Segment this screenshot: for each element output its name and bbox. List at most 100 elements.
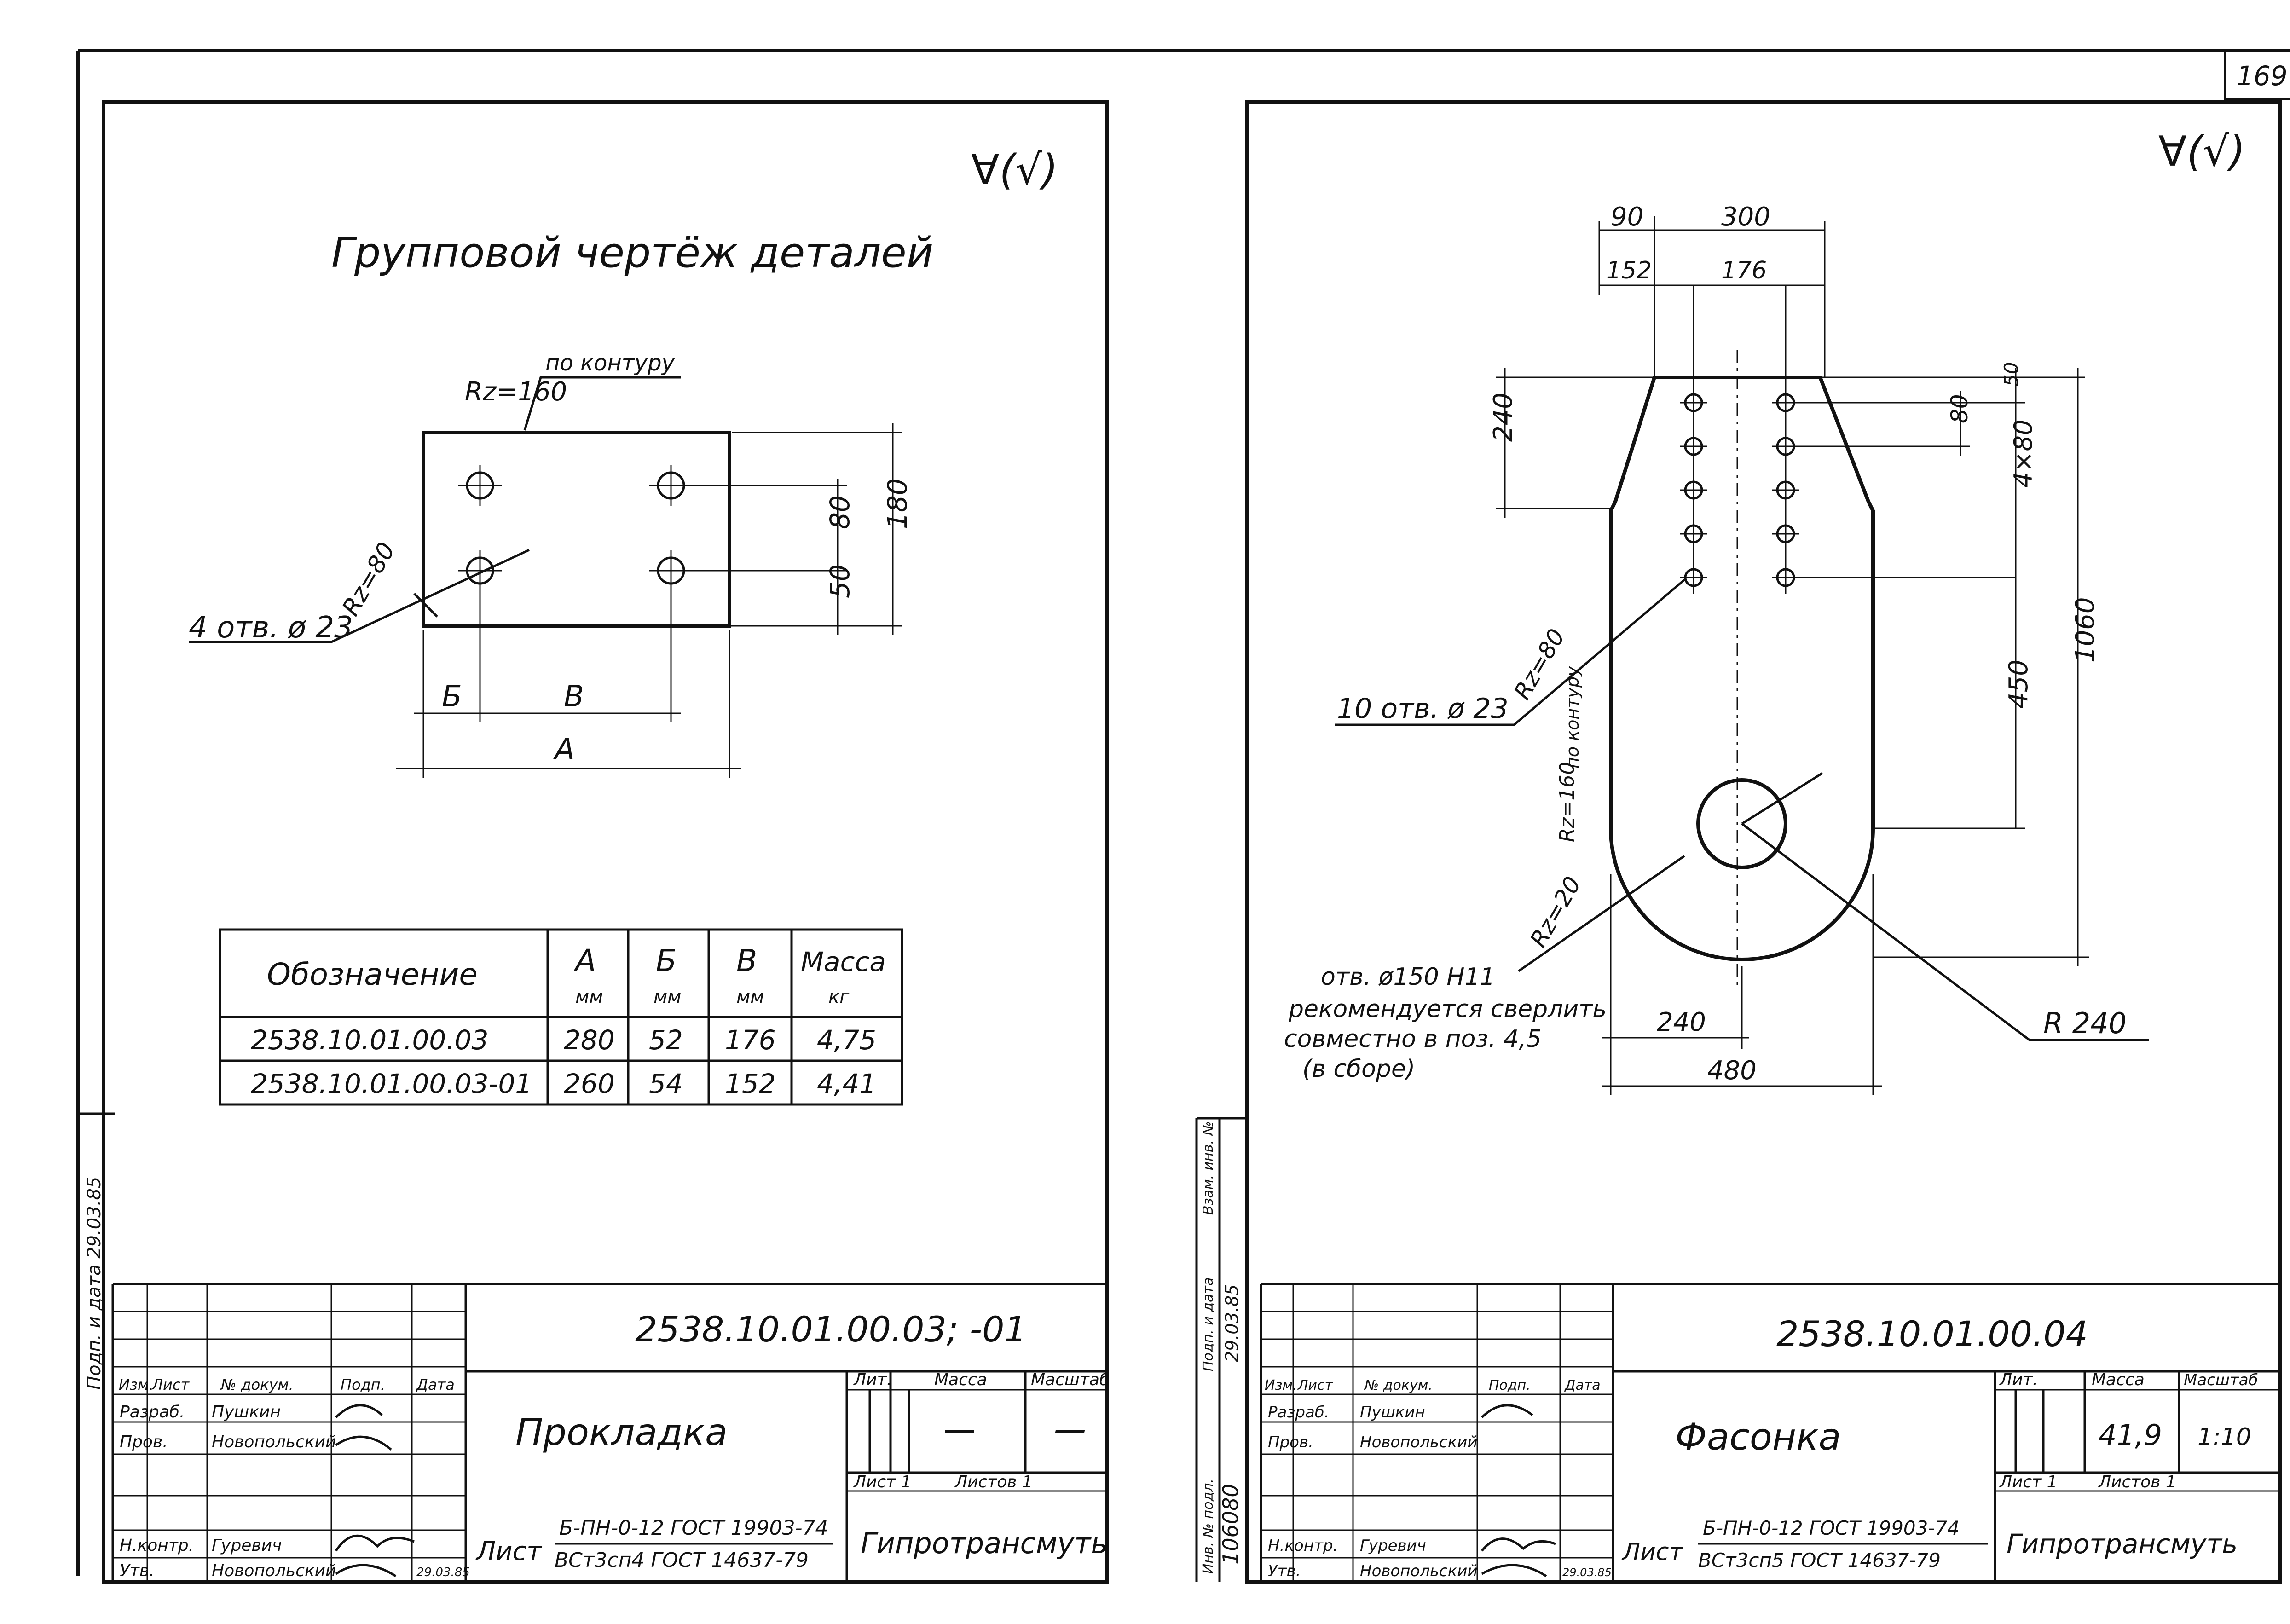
table-header-a-unit: мм [575, 987, 603, 1008]
col-header: № докум. [1364, 1377, 1433, 1393]
bore-roughness: Rz=20 [1525, 872, 1586, 952]
col-header: № докум. [220, 1376, 294, 1393]
margin-label: Инв. № подл. [1200, 1479, 1216, 1574]
scale-value: 1:10 [2197, 1423, 2251, 1451]
person-name: Новопольский [1360, 1562, 1477, 1580]
col-header: Подп. [341, 1376, 385, 1393]
right-designation: 2538.10.01.00.04 [1776, 1313, 2088, 1354]
bore-note-line: рекомендуется сверлить [1288, 995, 1607, 1023]
role-label: Пров. [1268, 1433, 1313, 1451]
table-cell: 54 [649, 1068, 683, 1099]
bore-note-line: отв. ø150 H11 [1321, 963, 1495, 991]
left-heading: Групповой чертёж деталей [331, 229, 933, 277]
left-roughness-symbol: ∀(√) [971, 146, 1058, 194]
sign-date: 29.03.85 [416, 1566, 470, 1579]
right-hole-leader [1335, 579, 1685, 726]
dim-a: А [553, 733, 575, 767]
col-header: Лист [1297, 1377, 1334, 1393]
dim-240-vertical: 240 [1488, 393, 1518, 442]
dim-r240: R 240 [2043, 1006, 2127, 1040]
margin-value: 29.03.85 [1222, 1284, 1242, 1362]
lit-label: Лит. [853, 1370, 892, 1389]
hole-centerlines [458, 465, 693, 591]
scale-label: Масштаб [1031, 1370, 1110, 1389]
role-label: Разраб. [1268, 1403, 1330, 1422]
left-sheet: ∀(√) Групповой чертёж деталей Rz=160 по … [78, 100, 1110, 1584]
col-header: Дата [416, 1376, 455, 1393]
right-roughness-symbol: ∀(√) [2158, 127, 2245, 176]
table-cell: 176 [725, 1024, 776, 1056]
left-part-name: Прокладка [515, 1411, 728, 1454]
org-name: Гипротрансмуть [2007, 1528, 2238, 1560]
dim-50-right: 50 [2000, 362, 2023, 387]
col-header: Изм. [119, 1376, 153, 1393]
gusset-outline [1609, 376, 1875, 961]
plate-holes [458, 465, 693, 591]
table-header-b: Б [656, 943, 677, 978]
page-number-box [2224, 52, 2290, 100]
role-label: Пров. [120, 1433, 168, 1451]
title-block-lines [111, 1283, 1107, 1582]
left-sheet-frame [102, 100, 1109, 1584]
sheet-label: Лист 1 [853, 1473, 912, 1491]
hole-roughness-mark [413, 593, 438, 618]
dim-4x80: 4×80 [2009, 420, 2038, 488]
scale-value: — [1054, 1410, 1086, 1448]
page-number: 169 [2237, 60, 2288, 92]
col-header: Дата [1564, 1377, 1601, 1393]
right-part-name: Фасонка [1675, 1416, 1841, 1458]
table-cell: 4,41 [817, 1068, 876, 1099]
material-prefix: Лист [475, 1537, 542, 1566]
sign-date: 29.03.85 [1562, 1566, 1612, 1579]
material-prefix: Лист [1621, 1538, 1683, 1566]
scale-label: Масштаб [2184, 1371, 2258, 1389]
org-name: Гипротрансмуть [861, 1526, 1108, 1560]
material-bottom: ВСт3сп4 ГОСТ 14637-79 [555, 1549, 809, 1572]
title-block-lines [1260, 1283, 2280, 1582]
parts-table: Обозначение А мм Б мм В мм Масса кг 2538… [219, 928, 903, 1106]
contour-roughness: Rz=160 [465, 377, 567, 407]
right-side-dim-lines [1795, 368, 2089, 966]
table-cell: 2538.10.01.00.03-01 [251, 1068, 532, 1099]
sheets-label: Листов 1 [2098, 1473, 2176, 1491]
mass-value: 41,9 [2099, 1418, 2162, 1452]
bore-leaders [1518, 772, 2149, 1041]
contour-roughness-note: по контуру [545, 350, 675, 376]
person-name: Новопольский [212, 1433, 336, 1451]
dim-80-right: 80 [1946, 394, 1973, 423]
left-horizontal-dim-lines [396, 584, 741, 778]
role-label: Н.контр. [120, 1536, 194, 1555]
col-header: Подп. [1489, 1377, 1531, 1393]
bore-note-line: (в сборе) [1302, 1055, 1415, 1083]
right-contour-roughness-note: по контуру [1562, 666, 1583, 769]
bottom-dim-lines [1602, 874, 1882, 1095]
table-header-designation: Обозначение [267, 957, 478, 992]
dim-480: 480 [1707, 1056, 1757, 1086]
dim-152: 152 [1606, 257, 1652, 284]
role-label: Разраб. [120, 1403, 185, 1422]
table-header-a: А [573, 943, 596, 978]
material-bottom: ВСт3сп5 ГОСТ 14637-79 [1698, 1549, 1941, 1572]
sheet-label: Лист 1 [1999, 1473, 2058, 1491]
gusset-holes [1680, 285, 2016, 594]
right-margin-columns [1195, 1117, 1247, 1582]
signature [335, 1404, 415, 1578]
large-bore [1696, 778, 1787, 869]
table-cell: 152 [725, 1068, 776, 1099]
table-header-mass: Масса [801, 946, 886, 977]
person-name: Новопольский [212, 1561, 336, 1580]
dim-1060: 1060 [2070, 597, 2100, 663]
col-header: Изм. [1265, 1377, 1297, 1393]
dim-80: 80 [824, 495, 856, 529]
table-header-v: В [736, 943, 757, 978]
dim-b: Б [442, 680, 462, 714]
dim-300: 300 [1721, 202, 1770, 232]
bore-note-line: совместно в поз. 4,5 [1284, 1025, 1542, 1053]
contour-roughness-leader [523, 376, 681, 431]
left-vertical-dim-lines [690, 423, 902, 635]
top-dim-lines [1598, 216, 1826, 377]
role-label: Утв. [120, 1561, 155, 1580]
table-cell: 52 [649, 1024, 683, 1056]
person-name: Пушкин [1360, 1403, 1425, 1422]
